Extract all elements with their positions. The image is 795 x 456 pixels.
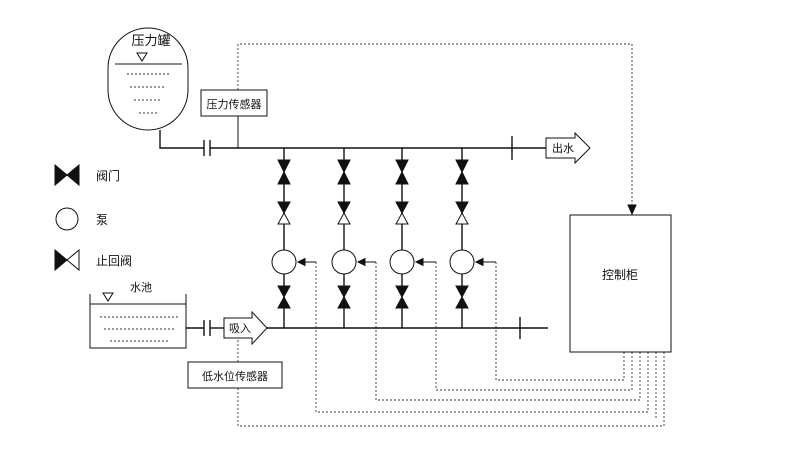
control-cabinet-label: 控制柜 (602, 268, 638, 282)
pump-2-icon (331, 249, 357, 275)
branch-4-check-valve-icon (455, 201, 469, 215)
branch-3-upper-valve-icon (395, 159, 409, 174)
low-level-sensor-return-line (237, 352, 665, 427)
pressure-tank: 压力罐 (107, 27, 189, 131)
control-cabinet (569, 214, 672, 353)
low-level-sensor-label: 低水位传感器 (202, 369, 268, 383)
outlet-label: 出水 (552, 141, 574, 155)
branch-3-check-valve-icon (395, 201, 409, 215)
legend-check-valve-label: 止回阀 (96, 254, 132, 268)
cabinet-input-arrow-icon (627, 204, 637, 216)
pump-4-control-line (480, 261, 625, 381)
branch-1-upper-valve-icon (277, 159, 291, 174)
pressure-sensor-box (200, 89, 268, 117)
pump-1-icon (271, 249, 297, 275)
water-pool: 水池 (89, 281, 187, 349)
pump-3-icon (389, 249, 415, 275)
pressure-sensor-label: 压力传感器 (207, 98, 262, 111)
pump-3-signal-arrow-icon (414, 257, 424, 267)
pump-branch-1 (271, 148, 316, 328)
branch-4-upper-valve-icon (455, 159, 469, 174)
pressure-tank-label: 压力罐 (131, 34, 170, 49)
pump-2-signal-arrow-icon (356, 257, 366, 267)
legend: 阀门 泵 止回阀 (54, 163, 132, 272)
pump-4-signal-arrow-icon (474, 257, 484, 267)
inlet-arrow-icon (223, 310, 268, 346)
pump-branch-4 (449, 148, 496, 328)
pressure-tank-level-marker-icon (136, 52, 148, 62)
pump-2-control-line (360, 261, 641, 401)
branch-4-lower-valve-icon (455, 285, 469, 299)
legend-check-valve-icon (54, 248, 68, 272)
pressure-sensor-signal-line (237, 43, 633, 212)
legend-pump-icon (55, 207, 79, 231)
legend-valve-label: 阀门 (96, 168, 120, 183)
branch-2-check-valve-icon (337, 201, 351, 215)
pressure-tank-body (107, 27, 189, 131)
legend-pump-label: 泵 (96, 213, 108, 227)
inlet-label: 吸入 (229, 322, 251, 335)
pump-branch-2 (331, 148, 376, 328)
branch-1-check-valve-icon (277, 201, 291, 215)
water-pool-label: 水池 (130, 281, 152, 294)
control-wiring (237, 43, 665, 427)
pump-branch-3 (389, 148, 436, 328)
branch-2-upper-valve-icon (337, 159, 351, 174)
outlet-arrow-icon (545, 131, 591, 165)
branch-1-lower-valve-icon (277, 285, 291, 299)
branch-3-lower-valve-icon (395, 285, 409, 299)
branch-2-lower-valve-icon (337, 285, 351, 299)
tank-connection-pipe (159, 130, 204, 149)
legend-valve-icon (54, 163, 68, 187)
pump-1-control-line (300, 261, 649, 413)
pump-1-signal-arrow-icon (296, 257, 306, 267)
water-pool-level-marker-icon (102, 292, 114, 302)
low-level-sensor-box (187, 361, 283, 389)
pump-4-icon (449, 249, 475, 275)
water-pool-tank (89, 294, 187, 349)
pump-3-control-line (420, 261, 633, 391)
